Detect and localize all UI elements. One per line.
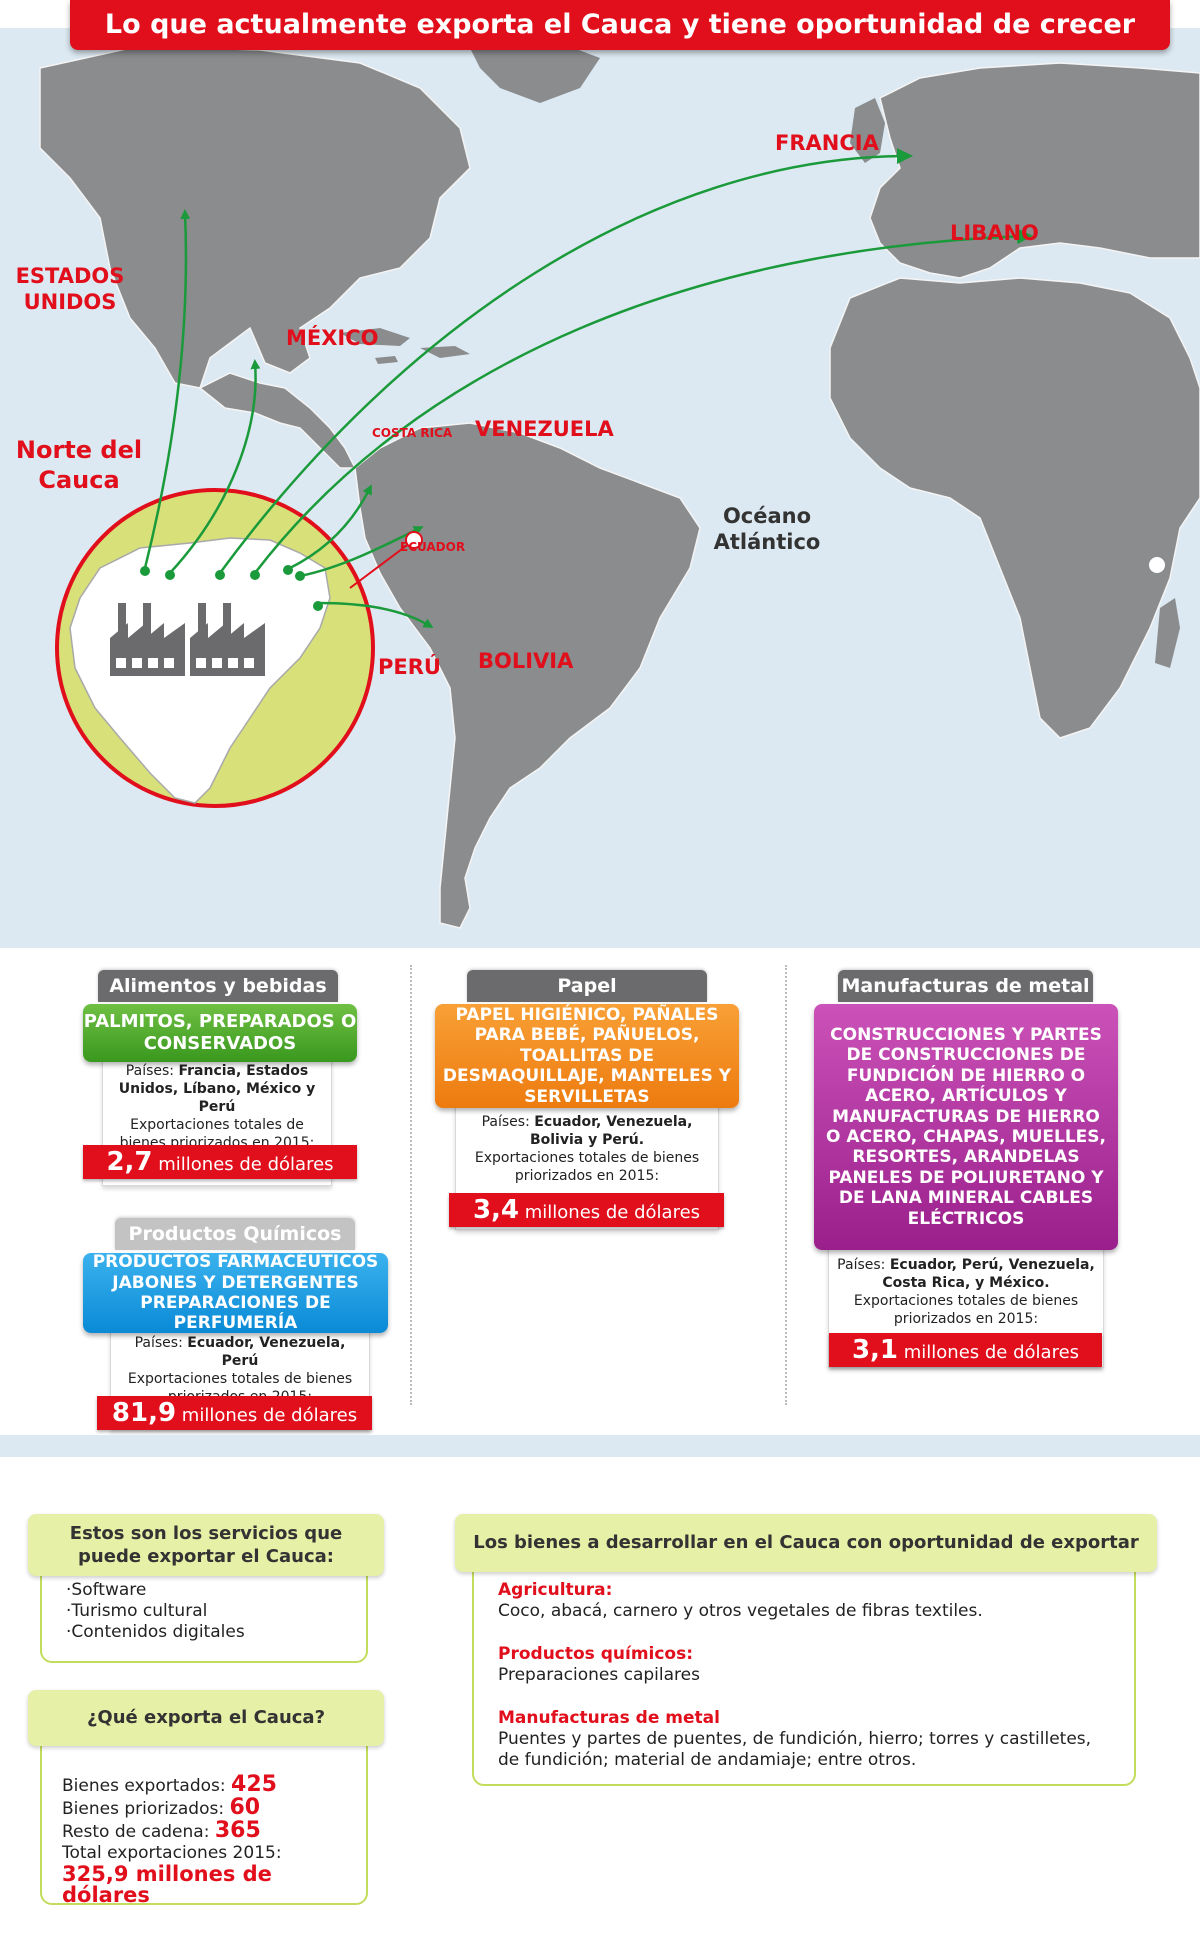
south-america-land [354,422,701,929]
summary-value: 425 [231,1772,277,1797]
ecuador-pointer [349,542,411,589]
lake-marker [1149,557,1165,573]
amount-metal: 3,1 millones de dólares [829,1333,1102,1367]
summary-row: Resto de cadena: 365 [62,1820,366,1843]
tab-metal: Manufacturas de metal [838,970,1093,1002]
arrow-peru-bolivia [317,601,434,629]
goods-heading: Agricultura: [498,1580,613,1600]
countries-list: Ecuador, Perú, Venezuela, Costa Rica, y … [882,1257,1095,1291]
madagascar-land [1155,598,1180,668]
arrow-francia [218,148,913,574]
central-america-land [198,372,357,469]
services-title: Estos son los servicios que puede export… [28,1514,384,1576]
exports-summary-title: ¿Qué exporta el Cauca? [28,1690,384,1746]
caribbean-island-1 [340,328,410,346]
service-item: ·Software [66,1580,147,1600]
label-libano: LIBANO [950,221,1039,245]
label-oceano: Océano Atlántico [713,504,821,554]
column-divider-2 [785,965,787,1405]
amount-value: 81,9 [111,1398,177,1428]
arrow-venezuela [299,526,424,578]
arrow-libano [254,228,1033,574]
caribbean-island-3 [375,356,398,364]
countries-label: Países: [125,1063,174,1079]
countries-list: Francia, Estados Unidos, Líbano, México … [118,1063,316,1115]
amount-value: 3,1 [851,1335,899,1365]
label-norte-cauca: Norte del Cauca [15,436,143,494]
factory-icon-1 [110,603,185,676]
arctic-land [470,43,600,103]
arrow-costa-rica [289,484,372,570]
product-metal: CONSTRUCCIONES Y PARTES DE CONSTRUCCIONE… [814,1004,1118,1250]
north-america-land [39,45,471,389]
exports-note: Exportaciones totales de bienes prioriza… [474,1150,700,1184]
europe-land [869,62,1200,279]
product-alimentos: PALMITOS, PREPARADOS O CONSERVADOS [83,1004,357,1062]
amount-unit: millones de dólares [903,1342,1080,1363]
label-mexico: MÉXICO [286,326,379,350]
factory-icon-2 [190,603,265,676]
services-list: ·Software ·Turismo cultural ·Contenidos … [66,1580,366,1643]
map-drawing [39,43,1200,929]
summary-label: Bienes exportados: [62,1776,226,1796]
tab-papel: Papel [467,970,707,1002]
section-divider [0,1435,1200,1457]
goods-panel: Agricultura: Coco, abacá, carnero y otro… [472,1548,1136,1786]
label-bolivia: BOLIVIA [478,649,574,673]
uk-land [850,98,885,163]
amount-value: 2,7 [106,1147,153,1177]
countries-label: Países: [837,1257,886,1273]
summary-label: Bienes priorizados: [62,1799,225,1819]
amount-quimicos: 81,9 millones de dólares [97,1396,372,1430]
page-title: Lo que actualmente exporta el Cauca y ti… [70,0,1170,50]
amount-alimentos: 2,7 millones de dólares [83,1145,357,1179]
countries-label: Países: [134,1335,183,1351]
countries-list: Ecuador, Venezuela, Bolivia y Perú. [529,1114,693,1148]
label-francia: FRANCIA [775,131,879,155]
africa-land [829,277,1200,739]
label-estados-unidos: ESTADOS UNIDOS [15,264,125,314]
amount-value: 3,4 [472,1195,520,1225]
tab-alimentos: Alimentos y bebidas [98,970,338,1002]
summary-row: Bienes exportados: 425 [62,1774,366,1797]
amount-unit: millones de dólares [524,1202,701,1223]
total-label: Total exportaciones 2015: [62,1843,282,1863]
exports-note: Exportaciones totales de bienes prioriza… [853,1293,1079,1327]
countries-list: Ecuador, Venezuela, Perú [187,1335,346,1369]
export-map: FRANCIA LIBANO ESTADOS UNIDOS MÉXICO COS… [0,28,1200,948]
arrow-estados-unidos [143,209,191,569]
label-ecuador: ECUADOR [400,540,466,554]
exports-summary-panel: Bienes exportados: 425 Bienes priorizado… [40,1740,368,1907]
label-venezuela: VENEZUELA [475,417,614,441]
label-peru: PERÚ [378,655,441,679]
service-item: ·Contenidos digitales [66,1622,245,1642]
arrow-mexico [169,359,261,574]
summary-value: 60 [229,1795,261,1820]
label-costa-rica: COSTA RICA [372,426,453,440]
countries-label: Países: [481,1114,530,1130]
goods-heading: Manufacturas de metal [498,1708,720,1728]
summary-label: Resto de cadena: [62,1822,210,1842]
amount-unit: millones de dólares [158,1154,334,1175]
caribbean-island-2 [420,346,470,358]
total-value: 325,9 millones de dólares [62,1862,272,1907]
goods-text: Preparaciones capilares [498,1665,700,1685]
summary-value: 365 [214,1818,261,1843]
summary-row: Bienes priorizados: 60 [62,1797,366,1820]
goods-text: Puentes y partes de puentes, de fundició… [498,1729,1092,1770]
ecuador-marker [405,531,423,549]
goods-heading: Productos químicos: [498,1644,694,1664]
column-divider-1 [410,965,412,1405]
service-item: ·Turismo cultural [66,1601,208,1621]
amount-unit: millones de dólares [181,1405,358,1426]
product-papel: PAPEL HIGIÉNICO, PAÑALES PARA BEBÉ, PAÑU… [435,1004,739,1108]
product-quimicos: PRODUCTOS FARMACÉUTICOS JABONES Y DETERG… [83,1252,388,1333]
goods-text: Coco, abacá, carnero y otros vegetales d… [498,1601,983,1621]
amount-papel: 3,4 millones de dólares [449,1193,724,1227]
tab-quimicos: Productos Químicos [115,1218,355,1250]
goods-title: Los bienes a desarrollar en el Cauca con… [455,1514,1157,1572]
